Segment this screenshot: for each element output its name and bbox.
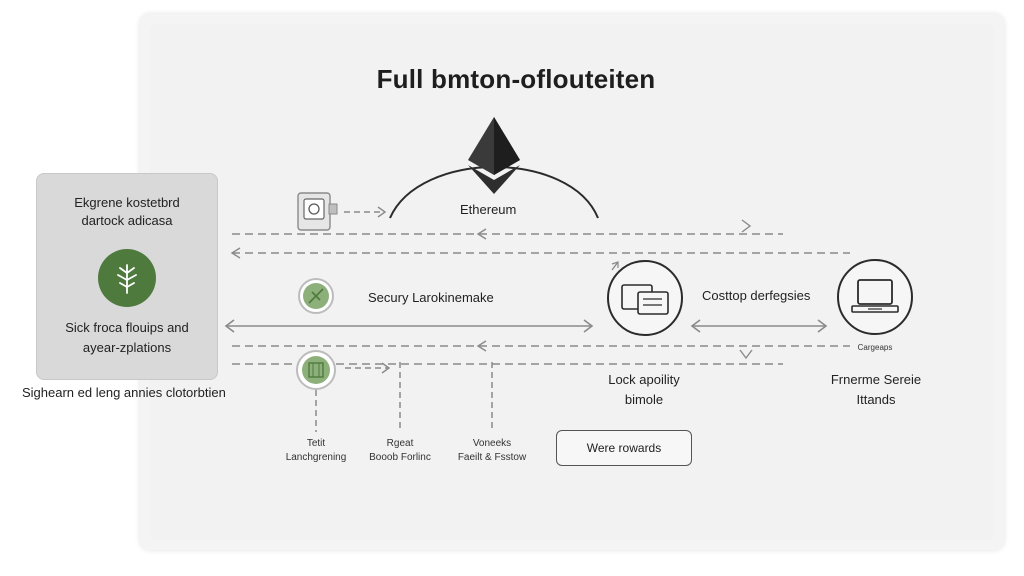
- security-icon: [298, 278, 334, 314]
- left-panel-footer-line2: ayear-zplations: [82, 340, 172, 355]
- left-panel-heading: Ekgrene kostetbrd dartock adicasa: [37, 194, 217, 230]
- lock-label-line2: bimole: [624, 392, 664, 407]
- plant-icon: [98, 249, 156, 307]
- right-top-label: Costtop derfegsies: [702, 288, 811, 303]
- bottom-label-2-line2: Booob Forlinc: [369, 452, 431, 463]
- cert-icon: [297, 192, 338, 231]
- laptop-small-label: Cargeaps: [857, 343, 893, 352]
- bottom-label-3-line1: Voneeks: [472, 438, 512, 449]
- chip-icon: [296, 350, 336, 390]
- bottom-label-3: Voneeks Faeilt & Fsstow: [450, 437, 534, 465]
- left-panel-footer: Sick froca flouips and ayear-zplations: [37, 318, 217, 358]
- right-bottom-line1: Frnerme Sereie: [830, 372, 922, 387]
- bottom-label-2: Rgeat Booob Forlinc: [360, 437, 440, 465]
- right-bottom-label: Frnerme Sereie Ittands: [820, 370, 932, 410]
- lock-label: Lock apoility bimole: [600, 370, 688, 410]
- ethereum-icon: [468, 117, 520, 194]
- right-bottom-line2: Ittands: [856, 392, 896, 407]
- bottom-label-1-line1: Tetit: [306, 438, 326, 449]
- rewards-button[interactable]: Were rowards: [556, 430, 692, 466]
- lock-label-line1: Lock apoility: [608, 372, 680, 387]
- left-panel: Ekgrene kostetbrd dartock adicasa Sick f…: [36, 173, 218, 380]
- left-panel-footer-line1: Sick froca flouips and: [65, 320, 189, 335]
- security-label: Secury Larokinemake: [368, 290, 494, 305]
- bottom-label-1-line2: Lanchgrening: [285, 452, 347, 463]
- left-caption: Sighearn ed leng annies clotorbtien: [22, 385, 226, 400]
- laptop-icon: [837, 259, 913, 335]
- diagram-title: Full bmton-oflouteiten: [376, 64, 656, 94]
- left-panel-heading-line2: dartock adicasa: [81, 213, 173, 228]
- bottom-label-2-line1: Rgeat: [386, 438, 414, 449]
- left-panel-heading-line1: Ekgrene kostetbrd: [74, 195, 180, 210]
- bottom-label-3-line2: Faeilt & Fsstow: [457, 452, 527, 463]
- lock-module-icon: [607, 260, 683, 336]
- bottom-label-1: Tetit Lanchgrening: [276, 437, 356, 465]
- ethereum-label: Ethereum: [460, 202, 517, 217]
